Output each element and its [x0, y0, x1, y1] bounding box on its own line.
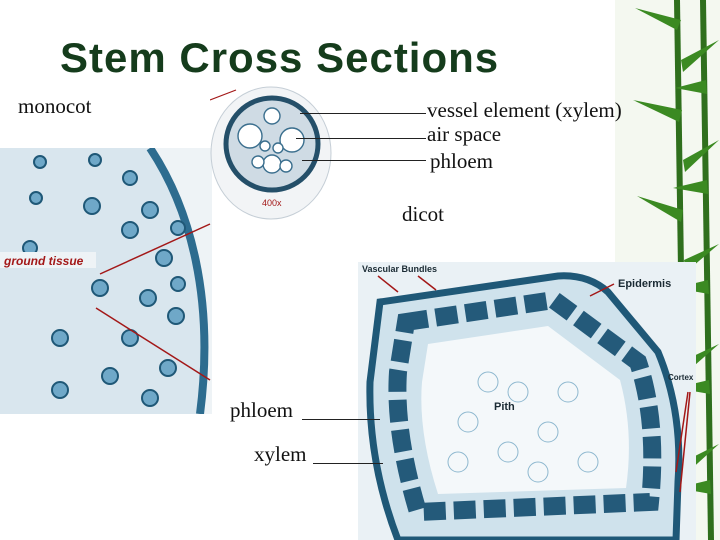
- leader-air-space: [296, 138, 426, 139]
- air-space-label: air space: [427, 124, 501, 145]
- pith-label: Pith: [494, 401, 515, 413]
- vascular-bundle-closeup: 400x: [210, 86, 332, 220]
- dicot-label: dicot: [402, 204, 444, 225]
- ground-tissue-label: ground tissue: [3, 254, 84, 268]
- monocot-label: monocot: [18, 96, 92, 117]
- dicot-micrograph: Vascular Bundles Epidermis Pith Cortex: [358, 262, 696, 540]
- leader-xylem-bottom: [313, 463, 383, 464]
- vascular-bundles-label: Vascular Bundles: [362, 264, 437, 274]
- slide-title: Stem Cross Sections: [60, 34, 499, 82]
- monocot-micrograph: ground tissue: [0, 148, 212, 414]
- phloem-bottom-label: phloem: [230, 400, 293, 421]
- leader-phloem-top: [302, 160, 426, 161]
- cortex-label: Cortex: [668, 373, 694, 382]
- xylem-bottom-label: xylem: [254, 444, 307, 465]
- leader-vessel: [300, 113, 426, 114]
- vessel-element-label: vessel element (xylem): [427, 100, 622, 121]
- magnification-label: 400x: [262, 198, 282, 208]
- phloem-top-label: phloem: [430, 151, 493, 172]
- epidermis-label: Epidermis: [618, 278, 671, 290]
- leader-phloem-bottom: [302, 419, 380, 420]
